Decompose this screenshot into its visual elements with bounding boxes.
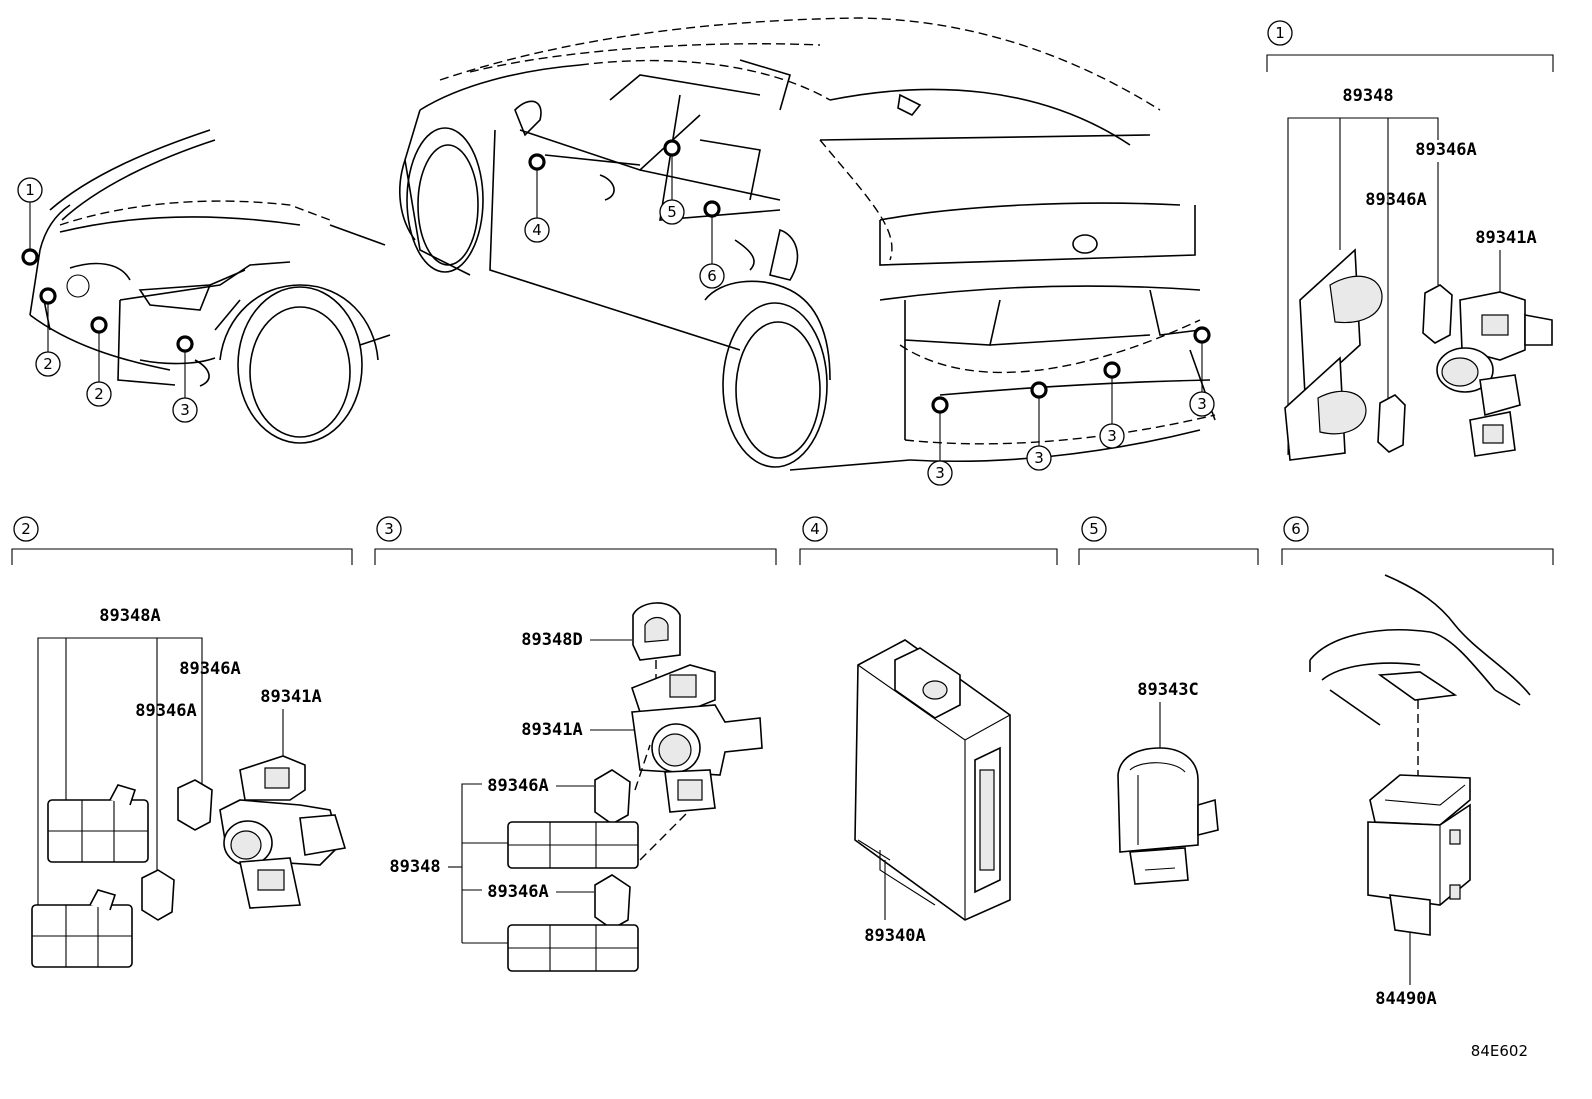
sensor-retainer-1b (1377, 394, 1406, 453)
sensor-89341A-s1 (1436, 291, 1553, 457)
label-89346A-b: 89346A (1365, 190, 1426, 210)
section-3-number: 3 (384, 520, 394, 538)
callout-3-rear-c: 3 (1099, 423, 1125, 449)
sensor-pad-2b (31, 889, 133, 968)
label-89341A-s3: 89341A (521, 720, 582, 740)
svg-text:3: 3 (180, 401, 190, 419)
label-89346A-a: 89346A (1415, 140, 1476, 160)
svg-text:3: 3 (1197, 395, 1207, 413)
front-car-illustration (21, 129, 391, 444)
svg-text:6: 6 (707, 267, 717, 285)
control-module-89340A (854, 639, 1011, 921)
callout-3-rear-b: 3 (1026, 445, 1052, 471)
label-89346A-f: 89346A (487, 882, 548, 902)
section-6: 6 84490A (1281, 516, 1554, 1009)
section-4-number: 4 (810, 520, 820, 538)
sensor-pad-3b (507, 924, 639, 972)
label-89346A-e: 89346A (487, 776, 548, 796)
label-89346A-d: 89346A (135, 701, 196, 721)
svg-text:3: 3 (1034, 449, 1044, 467)
label-89341A-s2: 89341A (260, 687, 321, 707)
diagram-code: 84E602 (1471, 1042, 1528, 1060)
svg-text:2: 2 (43, 355, 53, 373)
sensor-bracket-1b (1284, 356, 1346, 461)
section-4: 4 89340A (799, 516, 1058, 946)
section-3: 3 89348D 89341A 89346A 89346A 89348 (374, 516, 777, 972)
section-2-number: 2 (21, 520, 31, 538)
sensor-retainer-2a (177, 779, 213, 831)
label-89348: 89348 (1342, 86, 1393, 106)
label-89348A: 89348A (99, 606, 160, 626)
svg-text:2: 2 (94, 385, 104, 403)
label-84490A: 84490A (1375, 989, 1436, 1009)
sensor-pad-2a (47, 784, 149, 863)
svg-text:5: 5 (667, 203, 677, 221)
label-89341A: 89341A (1475, 228, 1536, 248)
callout-1-front: 1 (17, 177, 43, 203)
callout-2-front-a: 2 (35, 351, 61, 377)
dashboard-panel-illustration (1309, 574, 1531, 780)
section-2: 2 89348A 89346A 89346A 89341A (11, 516, 353, 968)
callout-3-rear-d: 3 (1189, 391, 1215, 417)
section-1-number: 1 (1275, 24, 1285, 42)
section-5-number: 5 (1089, 520, 1099, 538)
rear-car-illustration (399, 17, 1216, 471)
sensor-retainer-3a (594, 769, 631, 825)
label-89343C: 89343C (1137, 680, 1198, 700)
switch-84490A (1367, 774, 1471, 936)
callout-3-front: 3 (172, 397, 198, 423)
svg-text:3: 3 (1107, 427, 1117, 445)
label-89340A: 89340A (864, 926, 925, 946)
label-89348-s3: 89348 (389, 857, 440, 877)
svg-text:1: 1 (25, 181, 35, 199)
label-89346A-c: 89346A (179, 659, 240, 679)
section-5: 5 89343C (1078, 516, 1259, 885)
sensor-pad-3a (507, 821, 639, 869)
sensor-89343C (1117, 747, 1219, 885)
sensor-retainer-2b (141, 869, 175, 921)
callout-6-rear: 6 (699, 263, 725, 289)
callout-5-rear: 5 (659, 199, 685, 225)
callout-2-front-b: 2 (86, 381, 112, 407)
svg-text:3: 3 (935, 464, 945, 482)
callout-bubbles: 1 2 2 3 4 5 6 3 3 3 3 (17, 177, 1215, 486)
sensor-retainer-1a (1422, 284, 1453, 344)
section-1: 1 89348 89346A 89346A 89341A (1266, 20, 1554, 461)
sensor-89341A-s2 (219, 755, 347, 909)
label-89348D: 89348D (521, 630, 582, 650)
sensor-retainer-3b (594, 874, 631, 930)
svg-text:4: 4 (532, 221, 542, 239)
callout-3-rear-a: 3 (927, 460, 953, 486)
section-6-number: 6 (1291, 520, 1301, 538)
callout-4-rear: 4 (524, 217, 550, 243)
sensor-89341A-s3 (631, 664, 763, 813)
